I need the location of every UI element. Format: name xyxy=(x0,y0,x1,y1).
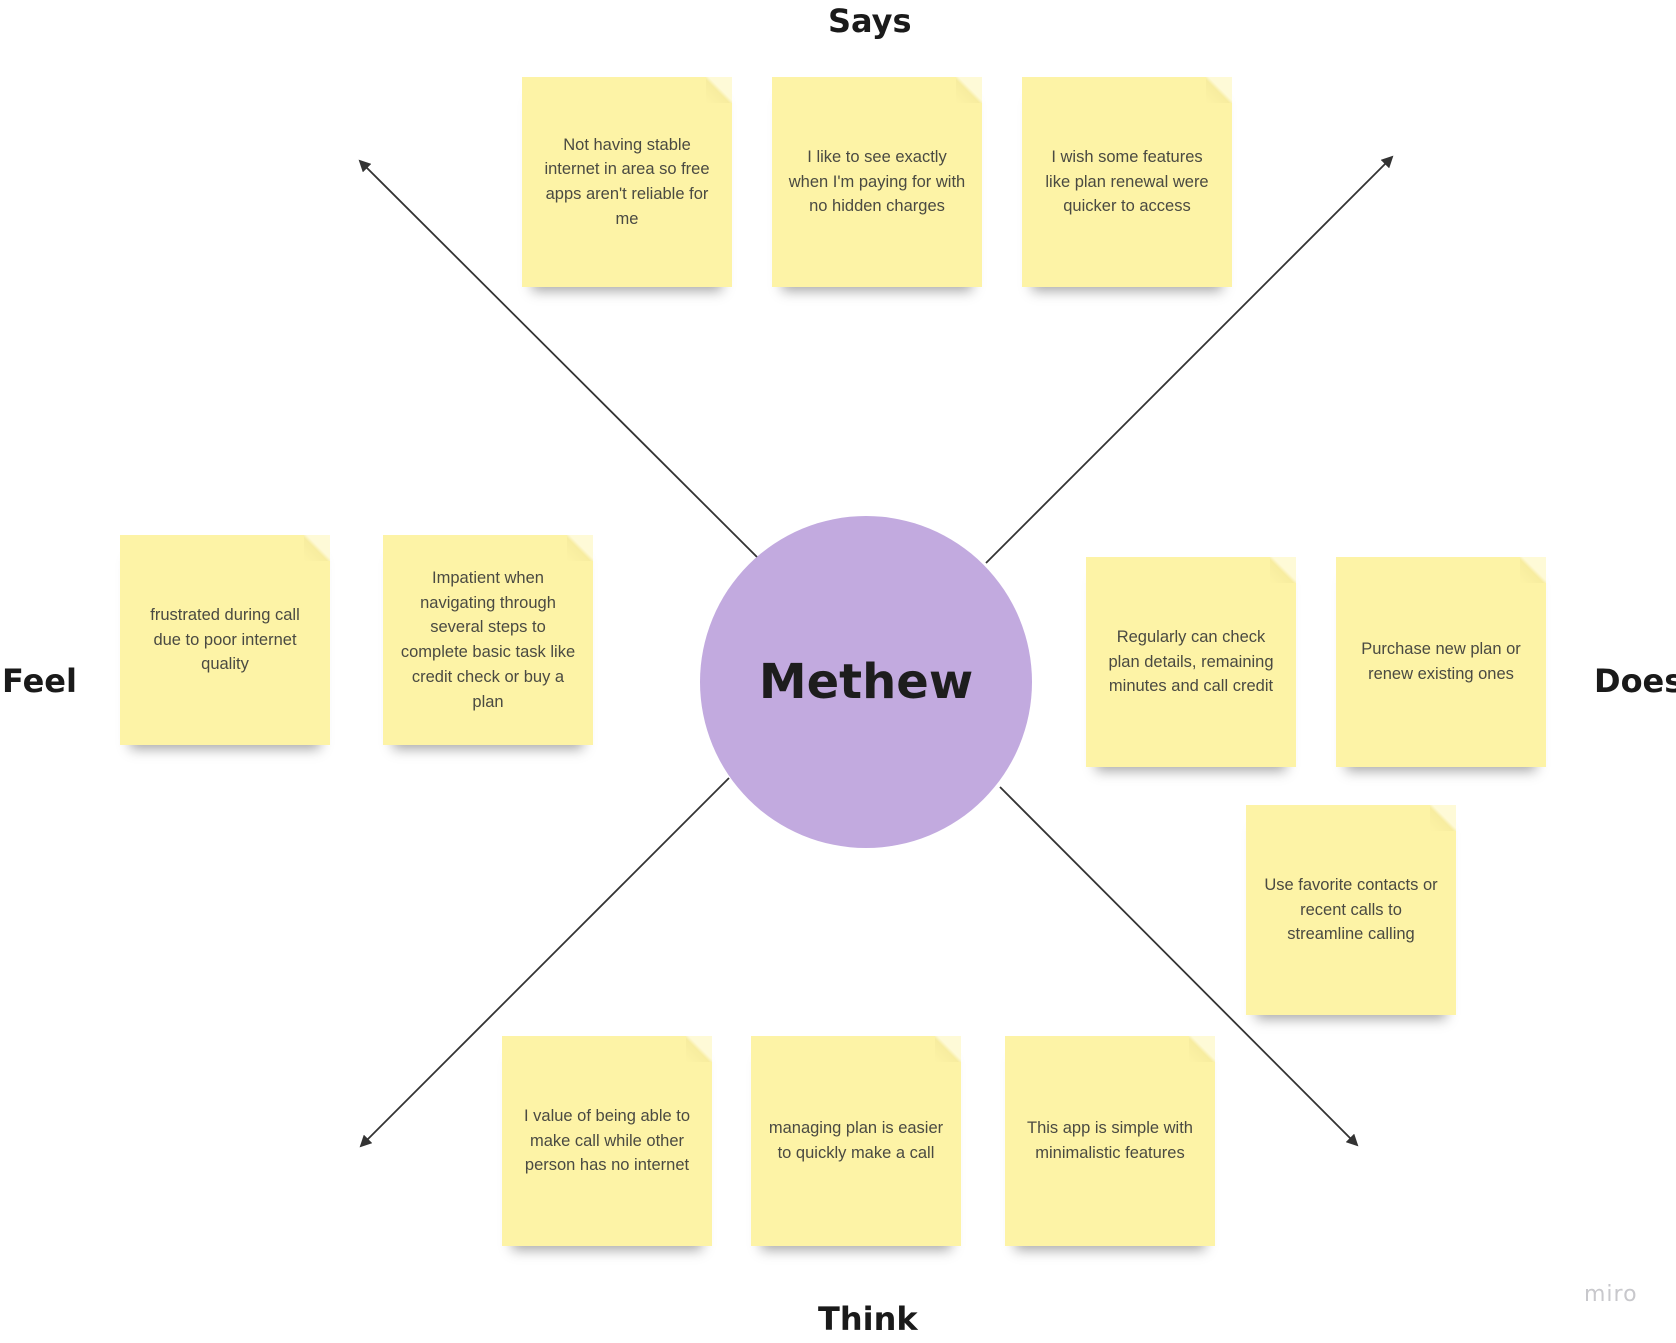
quadrant-label-think: Think xyxy=(818,1300,918,1338)
sticky-note-text: I wish some features like plan renewal w… xyxy=(1045,147,1209,216)
sticky-note-does-2[interactable]: Purchase new plan or renew existing ones xyxy=(1336,557,1546,767)
sticky-note-says-2[interactable]: I like to see exactly when I'm paying fo… xyxy=(772,77,982,287)
sticky-note-think-1[interactable]: I value of being able to make call while… xyxy=(502,1036,712,1246)
arrow-says-right xyxy=(985,155,1394,564)
arrow-think-left xyxy=(359,777,730,1148)
sticky-note-text: managing plan is easier to quickly make … xyxy=(768,1119,944,1162)
sticky-note-does-3[interactable]: Use favorite contacts or recent calls to… xyxy=(1246,805,1456,1015)
arrow-think-right xyxy=(999,786,1359,1147)
persona-name: Methew xyxy=(758,654,974,710)
quadrant-label-does: Does xyxy=(1594,662,1676,700)
sticky-note-think-2[interactable]: managing plan is easier to quickly make … xyxy=(751,1036,961,1246)
miro-watermark: miro xyxy=(1584,1282,1638,1307)
quadrant-label-feel: Feel xyxy=(2,662,77,700)
sticky-note-text: Regularly can check plan details, remain… xyxy=(1108,627,1274,696)
sticky-note-text: I value of being able to make call while… xyxy=(523,1106,691,1175)
quadrant-label-says: Says xyxy=(828,2,912,40)
sticky-note-feel-2[interactable]: Impatient when navigating through severa… xyxy=(383,535,593,745)
sticky-note-says-3[interactable]: I wish some features like plan renewal w… xyxy=(1022,77,1232,287)
sticky-note-text: frustrated during call due to poor inter… xyxy=(150,605,300,674)
sticky-note-text: Use favorite contacts or recent calls to… xyxy=(1264,875,1438,944)
sticky-note-text: This app is simple with minimalistic fea… xyxy=(1027,1119,1193,1162)
sticky-note-says-1[interactable]: Not having stable internet in area so fr… xyxy=(522,77,732,287)
sticky-note-text: I like to see exactly when I'm paying fo… xyxy=(788,147,966,216)
sticky-note-text: Not having stable internet in area so fr… xyxy=(544,135,710,228)
sticky-note-text: Purchase new plan or renew existing ones xyxy=(1361,640,1521,683)
arrow-says-left xyxy=(358,159,759,559)
sticky-note-feel-1[interactable]: frustrated during call due to poor inter… xyxy=(120,535,330,745)
sticky-note-think-3[interactable]: This app is simple with minimalistic fea… xyxy=(1005,1036,1215,1246)
persona-circle[interactable]: Methew xyxy=(700,516,1032,848)
sticky-note-does-1[interactable]: Regularly can check plan details, remain… xyxy=(1086,557,1296,767)
sticky-note-text: Impatient when navigating through severa… xyxy=(400,568,576,711)
